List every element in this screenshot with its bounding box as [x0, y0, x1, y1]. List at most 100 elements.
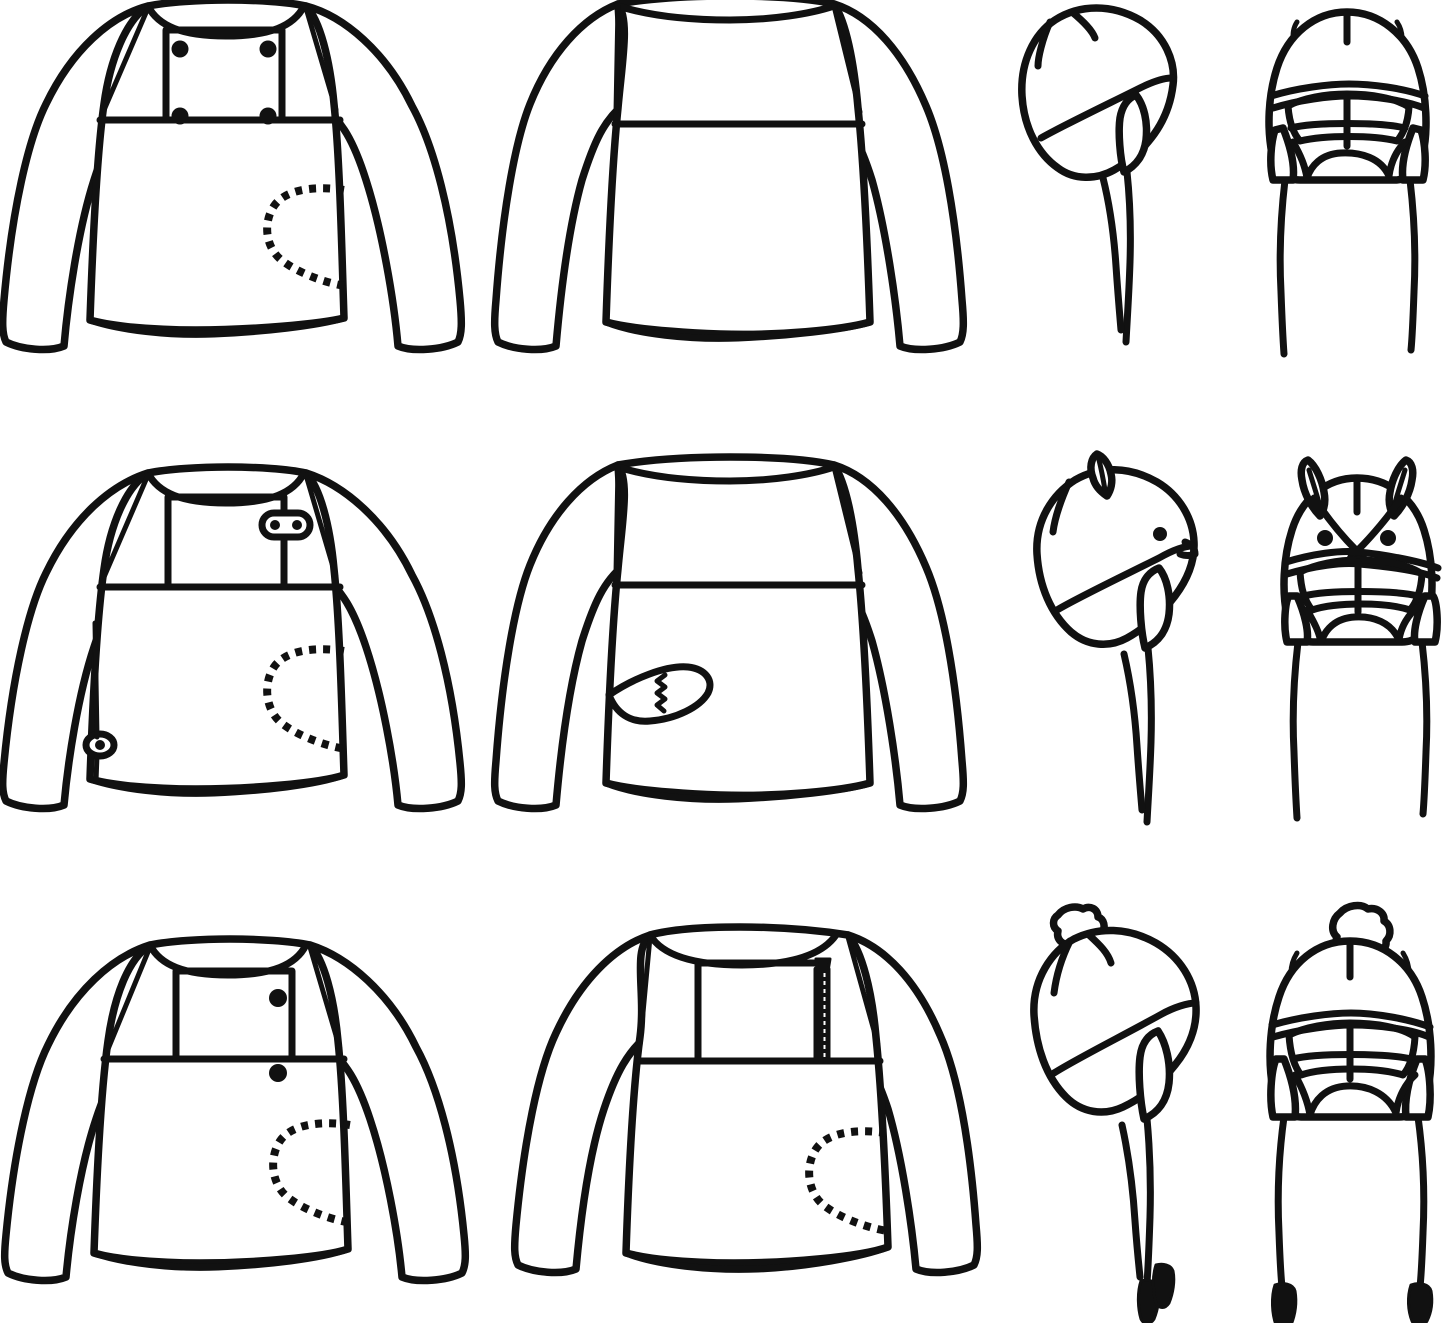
button-lower[interactable]	[269, 1064, 287, 1082]
tail-outline	[605, 663, 714, 725]
neckline-scoop	[146, 941, 310, 979]
pullover-front-buttons	[0, 0, 480, 400]
earflap-left	[1281, 592, 1312, 646]
snout-tip	[1176, 538, 1199, 559]
earflap-right	[1410, 592, 1441, 646]
tie-cord-outer	[1143, 1115, 1154, 1287]
back-neckline	[614, 2, 838, 24]
hem-line	[622, 1243, 892, 1273]
earflap	[1136, 564, 1174, 652]
button-bottom-left[interactable]	[171, 107, 189, 125]
pullover-front-toggle-tab-drawing	[0, 463, 466, 813]
earflap-left	[1267, 1055, 1300, 1121]
pullover-front-buttons-drawing	[0, 0, 466, 354]
earflap-inner-contour	[1291, 1071, 1419, 1119]
right-cuff	[396, 340, 460, 353]
fox-hat-front	[1270, 450, 1445, 850]
tie-cord-left	[1289, 638, 1302, 822]
tail-tip-zigzag	[654, 672, 668, 714]
crown-seam-center	[1068, 8, 1099, 42]
right-cuff	[400, 1271, 464, 1284]
earflap-right	[1398, 124, 1429, 184]
right-shoulder-seam	[845, 934, 881, 1048]
tassel-inner	[1151, 1262, 1176, 1309]
pompom-hat-front	[1255, 895, 1445, 1323]
button-upper[interactable]	[269, 989, 287, 1007]
tie-cord-right	[1418, 638, 1431, 818]
crown-seam-right	[1394, 19, 1405, 41]
crown-seam-left	[1050, 937, 1074, 997]
hem-line	[602, 779, 874, 803]
back-neckline	[614, 463, 838, 485]
hem-line	[86, 314, 348, 338]
earflap-hat-front-plain-drawing	[1265, 8, 1430, 358]
pullover-back-fox-tail	[490, 445, 980, 845]
front-placket-panel	[162, 26, 286, 124]
tie-cord-inner	[1118, 1121, 1144, 1281]
right-cuff	[898, 799, 962, 812]
hem-line	[602, 318, 874, 342]
fox-hat-side-drawing	[1033, 450, 1199, 826]
right-sleeve	[302, 469, 466, 813]
pocket-dotted-outline	[263, 184, 347, 290]
right-sleeve	[824, 461, 968, 813]
brim-horizontal-seam	[1289, 1051, 1415, 1063]
left-shoulder-seam	[101, 472, 151, 580]
pullover-body	[602, 0, 874, 339]
left-cuff	[6, 1271, 68, 1284]
eyelet-hole	[95, 740, 105, 750]
right-sleeve	[306, 941, 470, 1285]
right-sleeve	[824, 0, 968, 354]
button-bottom-right[interactable]	[259, 107, 277, 125]
neckline-scoop	[144, 469, 308, 507]
pompom-hat-side	[1010, 895, 1235, 1323]
muzzle-seam	[1053, 542, 1197, 614]
button-top-right[interactable]	[259, 40, 277, 58]
muzzle-horizontal-seam	[1300, 588, 1422, 600]
right-cuff	[914, 1263, 976, 1276]
face-mask-left	[1310, 494, 1360, 554]
left-shoulder-seam	[637, 934, 653, 1048]
front-placket-panel	[172, 967, 296, 1063]
earflap-inner-contour	[1303, 604, 1421, 646]
hem-line	[90, 1245, 352, 1271]
toggle-hole-right	[292, 520, 302, 530]
pompom-hat-front-drawing	[1266, 901, 1435, 1323]
brim-upper-edge	[1268, 1009, 1434, 1031]
pullover-front-two-buttons	[0, 895, 480, 1323]
side-eyelet-grommet[interactable]	[82, 730, 118, 760]
fox-eye-right	[1380, 530, 1396, 546]
brim-seam	[1037, 74, 1176, 142]
tie-cord-right	[1406, 176, 1419, 354]
tie-cord-outer	[1122, 168, 1134, 346]
right-shoulder-seam	[303, 5, 339, 113]
tie-cord-outer	[1143, 644, 1155, 826]
button-top-left[interactable]	[171, 40, 189, 58]
toggle-tab-body[interactable]	[258, 509, 314, 541]
fox-tail-applique	[605, 663, 714, 725]
pullover-front-toggle-tab	[0, 445, 480, 845]
right-shoulder-seam	[831, 3, 863, 115]
right-shoulder-seam	[831, 464, 863, 576]
fox-eye-left	[1317, 530, 1333, 546]
zipper-pull[interactable]	[814, 957, 832, 973]
right-shoulder-seam	[303, 472, 339, 580]
brim-upper-edge	[1282, 548, 1442, 572]
pullover-back-zip	[490, 895, 982, 1323]
earflap-hat-side-plain-drawing	[1018, 4, 1178, 346]
left-shoulder-seam	[613, 3, 621, 115]
tie-cord-inner	[1120, 650, 1146, 814]
left-shoulder-seam	[101, 5, 151, 113]
fox-hat-front-drawing	[1280, 456, 1442, 822]
crown-seam-center	[1085, 931, 1115, 967]
pullover-front-two-buttons-drawing	[0, 935, 470, 1285]
earflap-inner-contour	[1289, 138, 1409, 182]
tie-cord-inner	[1099, 174, 1125, 334]
pullover-body	[622, 923, 892, 1267]
fox-ear-inner	[1096, 457, 1108, 493]
toggle-tab-closure[interactable]	[258, 509, 314, 541]
zipper-closure[interactable]	[813, 957, 832, 1064]
crown-seam-left	[1288, 950, 1300, 976]
earflap	[1115, 91, 1151, 176]
